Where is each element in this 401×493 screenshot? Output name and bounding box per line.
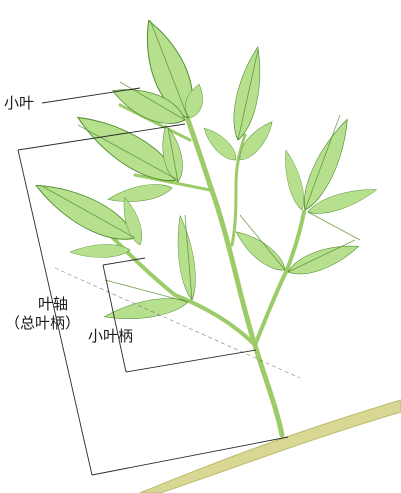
label-petiolule: 小叶柄	[88, 329, 133, 344]
label-rachis: 叶轴	[38, 297, 68, 312]
label-leaflet: 小叶	[4, 96, 34, 111]
leaflet	[103, 294, 190, 325]
leaflet	[231, 225, 290, 276]
label-rachis-petiole: （总叶柄）	[5, 316, 80, 331]
leaflet	[107, 181, 174, 207]
branch	[140, 400, 401, 493]
